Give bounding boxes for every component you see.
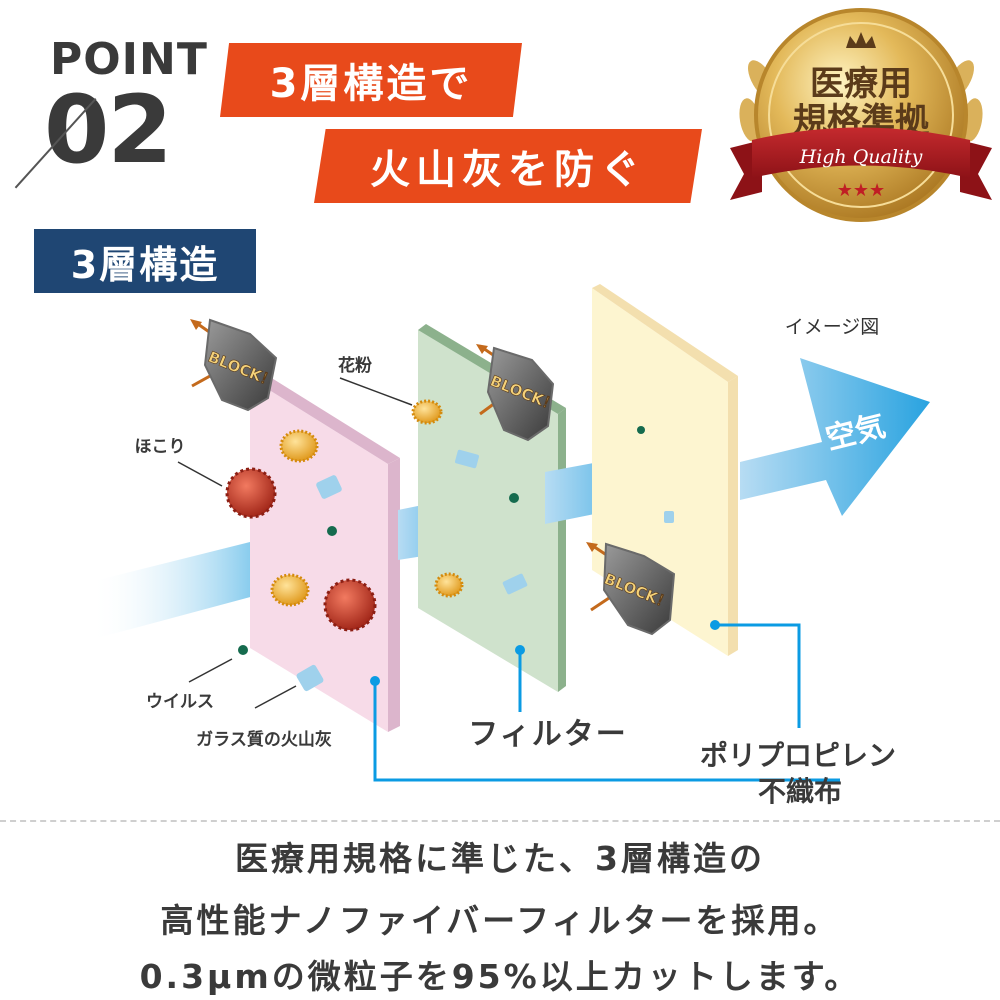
virus-particle-icon <box>238 645 248 655</box>
virus-label: ウイルス <box>146 692 214 712</box>
volcanic-ash-icon <box>455 449 479 469</box>
airflow-arrow <box>740 358 930 516</box>
block-shield-icon: BLOCK！ <box>476 344 560 442</box>
description-line3: 0.3µmの微粒子を95%以上カットします。 <box>139 957 861 996</box>
headline-line2: 火山灰を防ぐ <box>314 129 702 203</box>
virus-particle-icon <box>509 493 519 503</box>
dust-particle-icon <box>323 578 377 632</box>
svg-text:★★★: ★★★ <box>837 180 885 201</box>
svg-text:High Quality: High Quality <box>799 146 923 168</box>
pollen-label: 花粉 <box>338 355 372 376</box>
point-label: POINT <box>50 34 208 85</box>
description-line2: 高性能ナノファイバーフィルターを採用。 <box>160 901 840 940</box>
volcanic-ash-icon <box>502 573 528 595</box>
volcanic-ash-label: ガラス質の火山灰 <box>196 729 332 750</box>
three-layer-badge: 3層構造 <box>34 229 256 293</box>
volcanic-ash-icon <box>296 664 324 692</box>
image-caption: イメージ図 <box>785 316 880 338</box>
dust-particle-icon <box>225 467 277 519</box>
dust-label: ほこり <box>135 437 186 457</box>
headline-line1: 3層構造で <box>220 43 522 117</box>
crown-icon <box>846 32 876 48</box>
section-divider <box>0 820 1000 822</box>
svg-text:医療用: 医療用 <box>810 64 912 104</box>
pollen-particle-icon <box>270 573 310 607</box>
three-layer-diagram: 空気 イメージ図 BLOCK！ BLOCK！ BLOCK！ <box>90 284 930 808</box>
nonwoven-label-line2: 不織布 <box>758 775 842 808</box>
virus-particle-icon <box>327 526 337 536</box>
pink-layer <box>250 372 400 732</box>
volcanic-ash-icon <box>316 475 342 499</box>
description-line1: 医療用規格に準じた、3層構造の <box>235 839 765 878</box>
nonwoven-label-line1: ポリプロピレン <box>700 739 896 772</box>
virus-particle-icon <box>637 426 645 434</box>
volcanic-ash-icon <box>664 511 674 523</box>
block-shield-icon: BLOCK！ <box>190 318 278 412</box>
medical-standard-medal: 医療用 規格準拠 High Quality ★★★ <box>730 8 992 222</box>
pollen-particle-icon <box>279 429 319 463</box>
pollen-particle-icon <box>434 572 464 598</box>
filter-label: フィルター <box>468 717 627 752</box>
pollen-particle-icon <box>411 399 443 425</box>
